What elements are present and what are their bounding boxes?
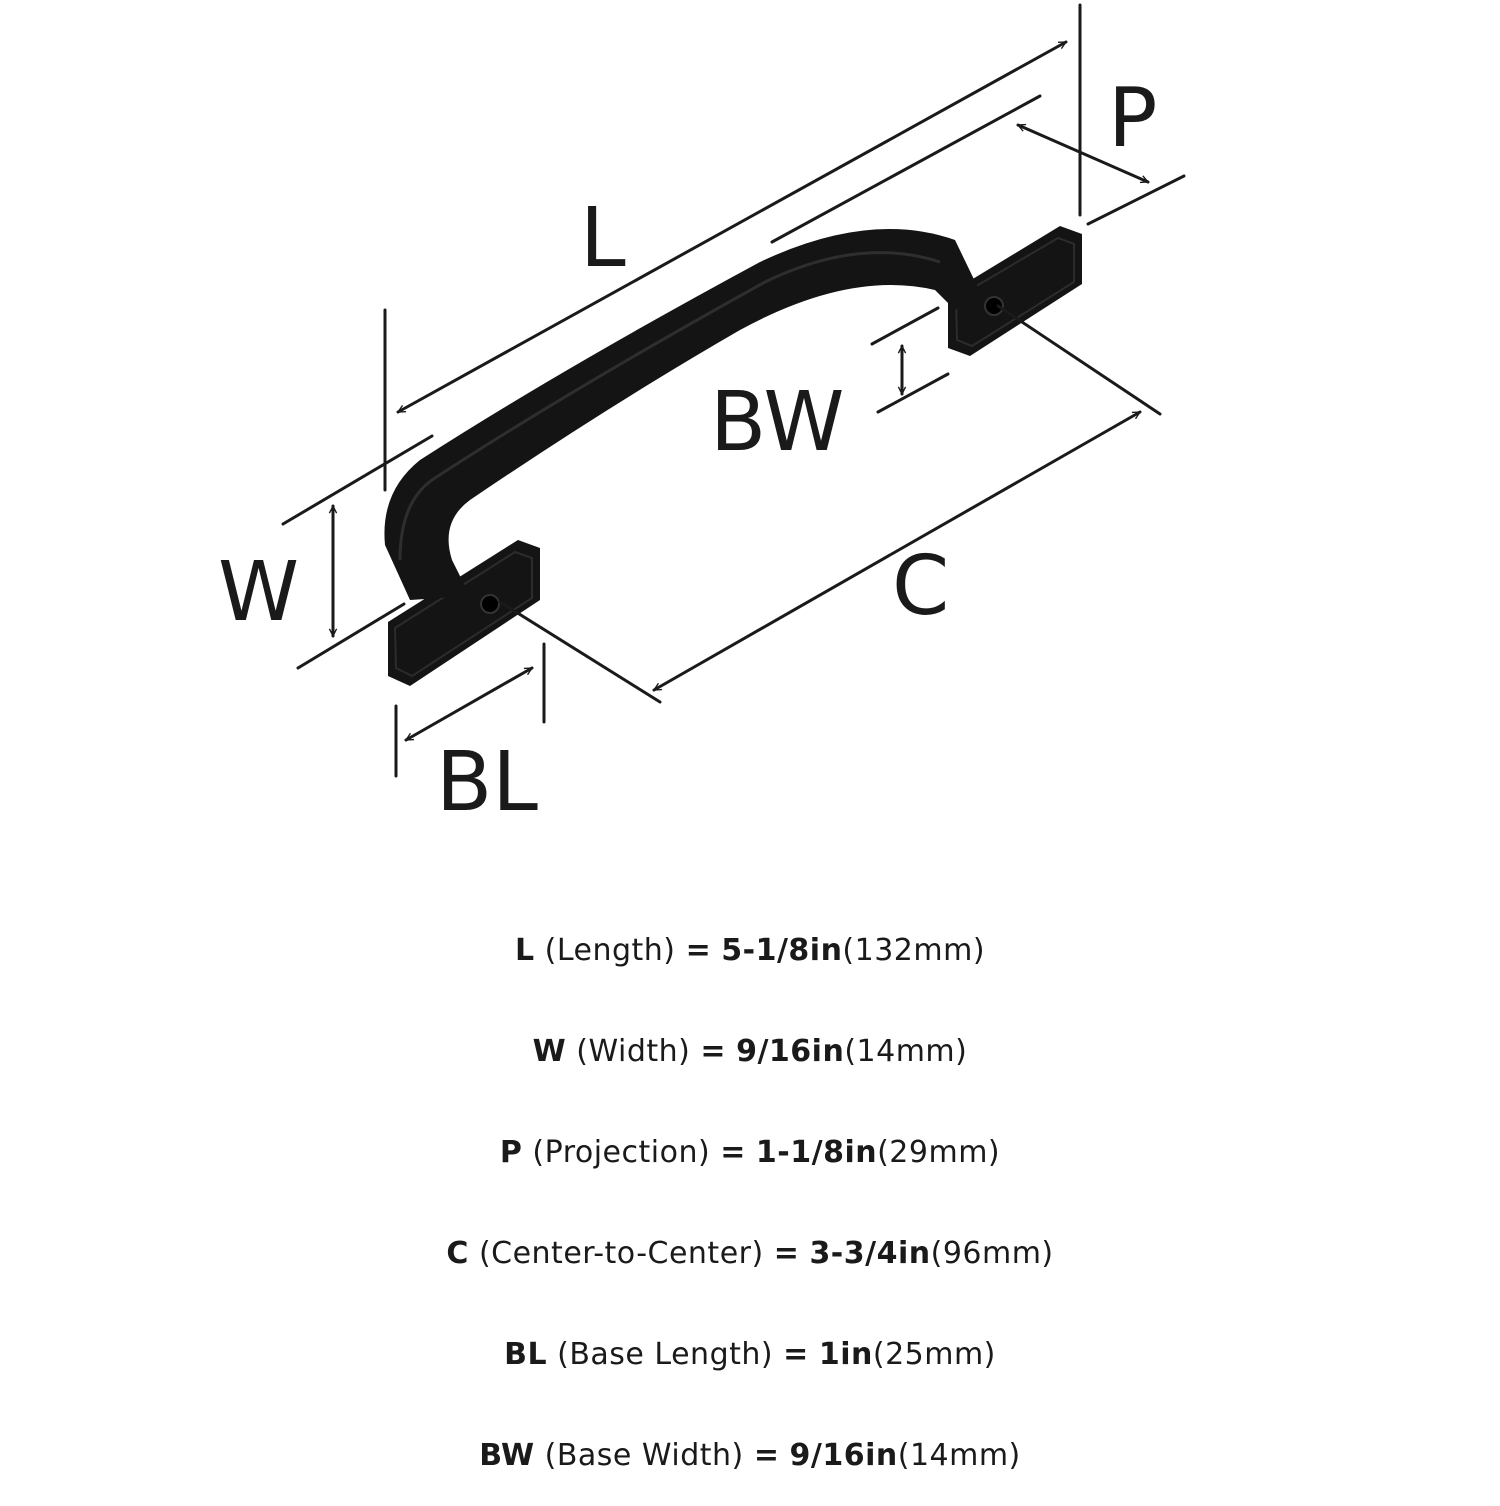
spec-row-width: W (Width) = 9/16in(14mm): [0, 1001, 1500, 1102]
spec-name: (Center-to-Center): [478, 1236, 764, 1271]
spec-code: P: [499, 1135, 523, 1170]
dimension-lines: [281, 3, 1186, 778]
spec-equals: =: [783, 1337, 809, 1372]
spec-name: (Base Width): [544, 1438, 744, 1473]
spec-value: 3-3/4in: [809, 1236, 931, 1271]
spec-name: (Width): [576, 1034, 691, 1069]
left-screw-hole: [480, 594, 500, 614]
center-to-center-arrow: [652, 410, 1142, 692]
spec-name: (Projection): [532, 1135, 711, 1170]
label-center-to-center: C: [892, 539, 949, 634]
spec-row-base-width: BW (Base Width) = 9/16in(14mm): [0, 1405, 1500, 1506]
spec-metric: (29mm): [877, 1135, 1001, 1170]
spec-code: L: [514, 933, 535, 968]
left-base-plate: [388, 540, 540, 686]
spec-code: W: [532, 1034, 567, 1069]
spec-value: 9/16in: [736, 1034, 845, 1069]
spec-metric: (96mm): [930, 1236, 1054, 1271]
spec-metric: (25mm): [872, 1337, 996, 1372]
spec-metric: (14mm): [897, 1438, 1021, 1473]
spec-row-base-length: BL (Base Length) = 1in(25mm): [0, 1304, 1500, 1405]
spec-code: BL: [504, 1337, 548, 1372]
spec-name: (Length): [544, 933, 676, 968]
spec-value: 1-1/8in: [755, 1135, 878, 1170]
length-arrow: [396, 40, 1068, 414]
spec-equals: =: [700, 1034, 727, 1069]
spec-equals: =: [753, 1438, 780, 1473]
label-projection: P: [1108, 71, 1157, 166]
spec-code: C: [446, 1236, 469, 1271]
spec-equals: =: [773, 1236, 800, 1271]
spec-code: BW: [479, 1438, 535, 1473]
handle-dimension-diagram: L P BW W C BL: [218, 3, 1186, 830]
label-base-length: BL: [436, 735, 538, 830]
spec-metric: (132mm): [842, 933, 986, 968]
specification-list: L (Length) = 5-1/8in(132mm) W (Width) = …: [0, 900, 1500, 1506]
label-width: W: [218, 545, 299, 640]
spec-equals: =: [720, 1135, 746, 1170]
label-base-width: BW: [710, 375, 844, 470]
spec-name: (Base Length): [557, 1337, 774, 1372]
spec-value: 5-1/8in: [721, 933, 843, 968]
spec-value: 9/16in: [789, 1438, 898, 1473]
spec-value: 1in: [818, 1337, 873, 1372]
spec-row-projection: P (Projection) = 1-1/8in(29mm): [0, 1102, 1500, 1203]
spec-row-length: L (Length) = 5-1/8in(132mm): [0, 900, 1500, 1001]
spec-equals: =: [685, 933, 712, 968]
spec-row-center-to-center: C (Center-to-Center) = 3-3/4in(96mm): [0, 1203, 1500, 1304]
spec-metric: (14mm): [844, 1034, 968, 1069]
projection-arrow: [1016, 123, 1150, 184]
dimension-labels: L P BW W C BL: [218, 71, 1157, 830]
base-length-arrow: [404, 666, 534, 742]
label-length: L: [580, 191, 626, 286]
